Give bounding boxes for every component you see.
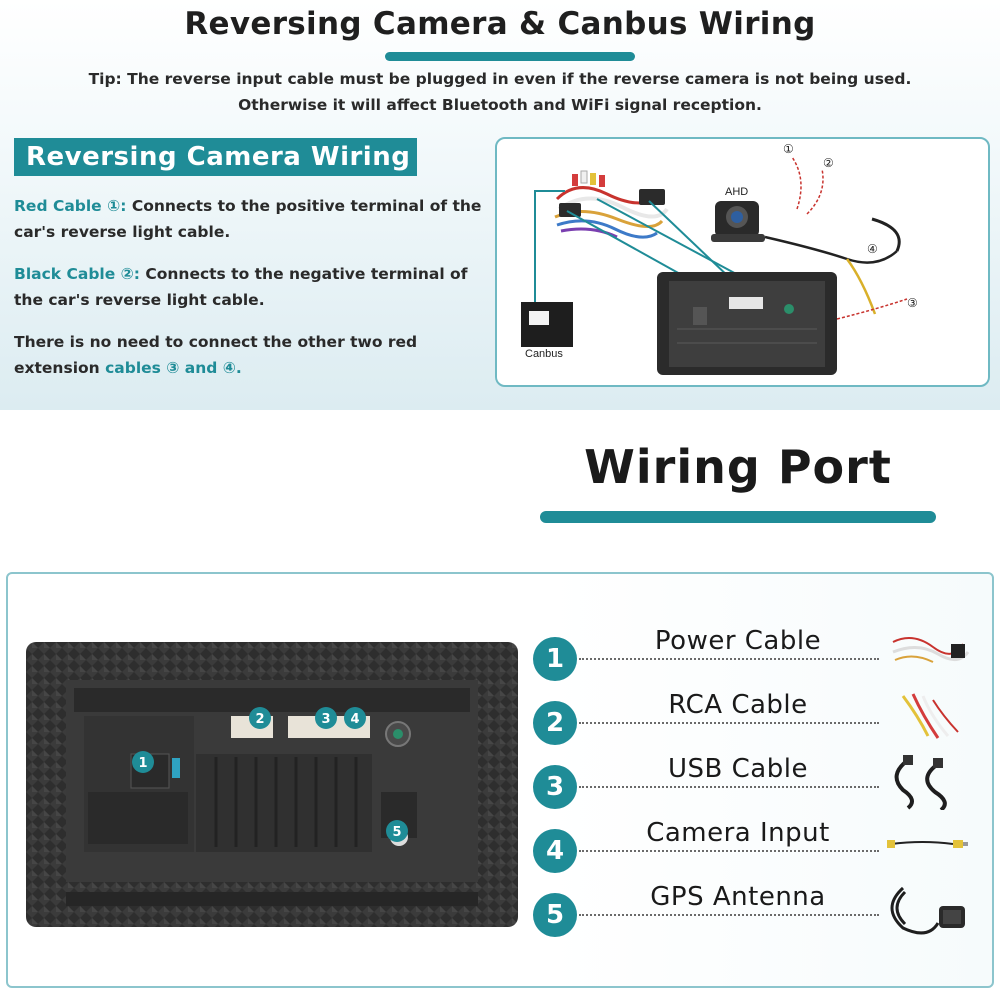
red-cable-text: Connects to the positive terminal of the… <box>14 197 482 241</box>
diagram-marker-2: ② <box>823 156 834 170</box>
cable-harness-icon <box>554 170 669 239</box>
port-item-power-cable: 1 Power Cable <box>533 626 983 684</box>
canbus-box-icon <box>521 302 573 347</box>
wiring-port-underline <box>540 511 936 523</box>
dotted-leader <box>579 658 879 660</box>
power-cable-icon <box>892 637 970 663</box>
photo-marker-1: 1 <box>138 756 147 771</box>
page-title: Reversing Camera & Canbus Wiring <box>184 6 816 42</box>
diagram-marker-1: ① <box>783 142 794 156</box>
tip-text-line2: Otherwise it will affect Bluetooth and W… <box>238 96 762 114</box>
dotted-leader <box>579 850 879 852</box>
port-number-3: 3 <box>533 765 577 809</box>
port-label-camera-input: Camera Input <box>646 818 830 848</box>
title-underline <box>385 52 635 61</box>
port-number-2: 2 <box>533 701 577 745</box>
port-label-gps-antenna: GPS Antenna <box>650 882 826 912</box>
port-item-gps-antenna: 5 GPS Antenna <box>533 882 983 940</box>
photo-marker-5: 5 <box>392 825 401 840</box>
black-cable-text: Connects to the negative terminal of the… <box>14 265 468 309</box>
camera-input-cable-icon <box>887 840 968 848</box>
extension-text: There is no need to connect the other tw… <box>14 333 418 377</box>
ahd-label: AHD <box>725 186 748 198</box>
dotted-leader <box>579 786 879 788</box>
tip-text-line1: Tip: The reverse input cable must be plu… <box>88 70 912 88</box>
head-unit-back-icon <box>657 272 837 375</box>
photo-marker-3: 3 <box>321 712 330 727</box>
port-item-camera-input: 4 Camera Input <box>533 818 983 876</box>
port-item-usb-cable: 3 USB Cable <box>533 754 983 812</box>
extension-cables-highlight: cables ③ and ④. <box>105 359 242 377</box>
wiring-diagram: Canbus AHD <box>495 137 990 387</box>
rca-cable-icon <box>901 693 959 739</box>
port-item-rca-cable: 2 RCA Cable <box>533 690 983 748</box>
port-number-5: 5 <box>533 893 577 937</box>
port-label-rca-cable: RCA Cable <box>668 690 808 720</box>
ahd-camera-icon <box>711 201 765 242</box>
photo-marker-4: 4 <box>350 712 359 727</box>
reversing-camera-section: Reversing Camera & Canbus Wiring Tip: Th… <box>0 0 1000 410</box>
port-number-4: 4 <box>533 829 577 873</box>
port-label-usb-cable: USB Cable <box>668 754 808 784</box>
extension-cables-description: There is no need to connect the other tw… <box>14 329 494 381</box>
port-number-1: 1 <box>533 637 577 681</box>
reversing-camera-badge: Reversing Camera Wiring <box>14 138 417 176</box>
dotted-leader <box>579 722 879 724</box>
wiring-port-title: Wiring Port <box>584 440 892 494</box>
dotted-leader <box>579 914 879 916</box>
wiring-port-panel: 1 2 3 4 5 1 Power Cable 2 RCA Cable <box>6 572 994 988</box>
diagram-marker-3: ③ <box>907 296 918 310</box>
gps-antenna-icon <box>890 886 965 935</box>
black-cable-label: Black Cable ②: <box>14 265 140 283</box>
red-cable-label: Red Cable ①: <box>14 197 127 215</box>
black-cable-description: Black Cable ②: Connects to the negative … <box>14 261 494 313</box>
head-unit-rear-photo: 1 2 3 4 5 <box>26 642 518 927</box>
photo-marker-2: 2 <box>255 712 264 727</box>
usb-cable-icon <box>894 755 947 810</box>
red-cable-description: Red Cable ①: Connects to the positive te… <box>14 193 494 245</box>
canbus-label: Canbus <box>525 348 563 360</box>
wiring-diagram-illustration: Canbus AHD <box>521 142 918 375</box>
diagram-marker-4: ④ <box>867 242 878 256</box>
port-label-power-cable: Power Cable <box>654 626 822 656</box>
